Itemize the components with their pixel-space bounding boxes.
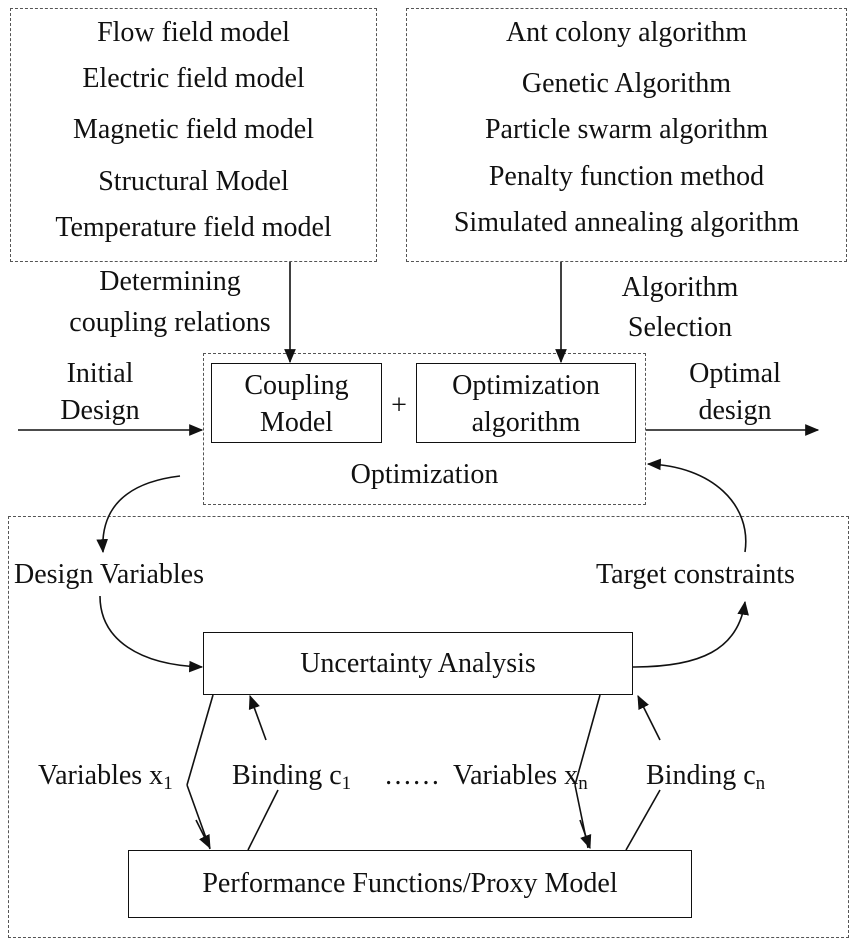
algorithm-group-box: [406, 8, 847, 262]
optimization-algorithm-label-line1: Optimization: [452, 370, 600, 401]
arrow-variables-xn-down: [574, 694, 601, 849]
optimization-algorithm-box: [416, 363, 636, 443]
uncertainty-analysis-box: [203, 632, 633, 695]
optimal-design-label-line1: Optimal: [689, 358, 781, 389]
algorithm-item-particle: Particle swarm algorithm: [484, 114, 769, 145]
variables-xn-text: Variables x: [453, 760, 579, 791]
algorithm-item-annealing: Simulated annealing algorithm: [453, 207, 800, 238]
arrow-binding-cn-head: [637, 694, 661, 741]
plus-sign: +: [391, 390, 407, 421]
variables-xn-subscript: n: [578, 773, 588, 794]
optimization-label: Optimization: [350, 459, 499, 490]
model-item-magnetic: Magnetic field model: [72, 114, 315, 145]
binding-cn-text: Binding c: [646, 760, 756, 791]
ellipsis-dots: ……: [384, 760, 440, 791]
performance-functions-box: [128, 850, 692, 918]
algorithm-item-penalty: Penalty function method: [488, 161, 765, 192]
initial-design-label-line2: Design: [60, 395, 140, 426]
target-constraints-label: Target constraints: [596, 559, 795, 590]
uncertainty-analysis-label: Uncertainty Analysis: [300, 648, 536, 679]
arrow-binding-c1-head: [248, 694, 267, 741]
design-variables-label: Design Variables: [14, 559, 204, 590]
arrow-optimization-to-design-variables: [96, 475, 181, 554]
algorithm-selection-label-line2: Selection: [627, 312, 733, 343]
optimal-design-label-line2: design: [698, 395, 772, 426]
variables-xn-label: Variables xn: [453, 760, 588, 794]
binding-cn-label: Binding cn: [646, 760, 765, 794]
model-item-flow: Flow field model: [97, 17, 290, 48]
determining-label-line1: Determining: [99, 266, 241, 297]
arrow-variables-x1-down: [186, 694, 214, 850]
binding-c1-text: Binding c: [232, 760, 342, 791]
variables-x1-subscript: 1: [163, 773, 173, 794]
uncertainty-loop-box: [8, 516, 849, 938]
algorithm-selection-label-line1: Algorithm: [621, 272, 739, 303]
arrow-uncertainty-to-target-constraints: [632, 600, 749, 668]
arrow-design-variables-to-uncertainty: [99, 595, 204, 673]
model-group-box: [10, 8, 377, 262]
model-item-electric: Electric field model: [82, 63, 305, 94]
model-item-structural: Structural Model: [98, 166, 289, 197]
binding-c1-subscript: 1: [341, 773, 352, 794]
optimization-box: [203, 353, 646, 505]
performance-functions-label: Performance Functions/Proxy Model: [202, 868, 618, 899]
arrow-variables-xn-head: [579, 819, 592, 850]
binding-cn-subscript: n: [755, 773, 766, 794]
determining-label-line2: coupling relations: [69, 307, 271, 338]
coupling-model-label-line2: Model: [259, 407, 334, 438]
optimization-algorithm-label-line2: algorithm: [471, 407, 581, 438]
arrow-variables-x1-head: [195, 819, 211, 850]
variables-x1-label: Variables x1: [38, 760, 173, 794]
initial-design-label-line1: Initial: [66, 358, 134, 389]
coupling-model-box: [211, 363, 382, 443]
binding-c1-label: Binding c1: [232, 760, 351, 794]
algorithm-item-ant: Ant colony algorithm: [505, 17, 748, 48]
arrow-binding-cn-up: [625, 789, 661, 851]
model-item-temperature: Temperature field model: [55, 212, 332, 243]
variables-x1-text: Variables x: [38, 760, 164, 791]
algorithm-item-genetic: Genetic Algorithm: [521, 68, 732, 99]
arrow-target-constraints-to-optimization: [646, 458, 747, 553]
coupling-model-label-line1: Coupling: [244, 370, 349, 401]
arrow-binding-c1-up: [247, 789, 279, 851]
